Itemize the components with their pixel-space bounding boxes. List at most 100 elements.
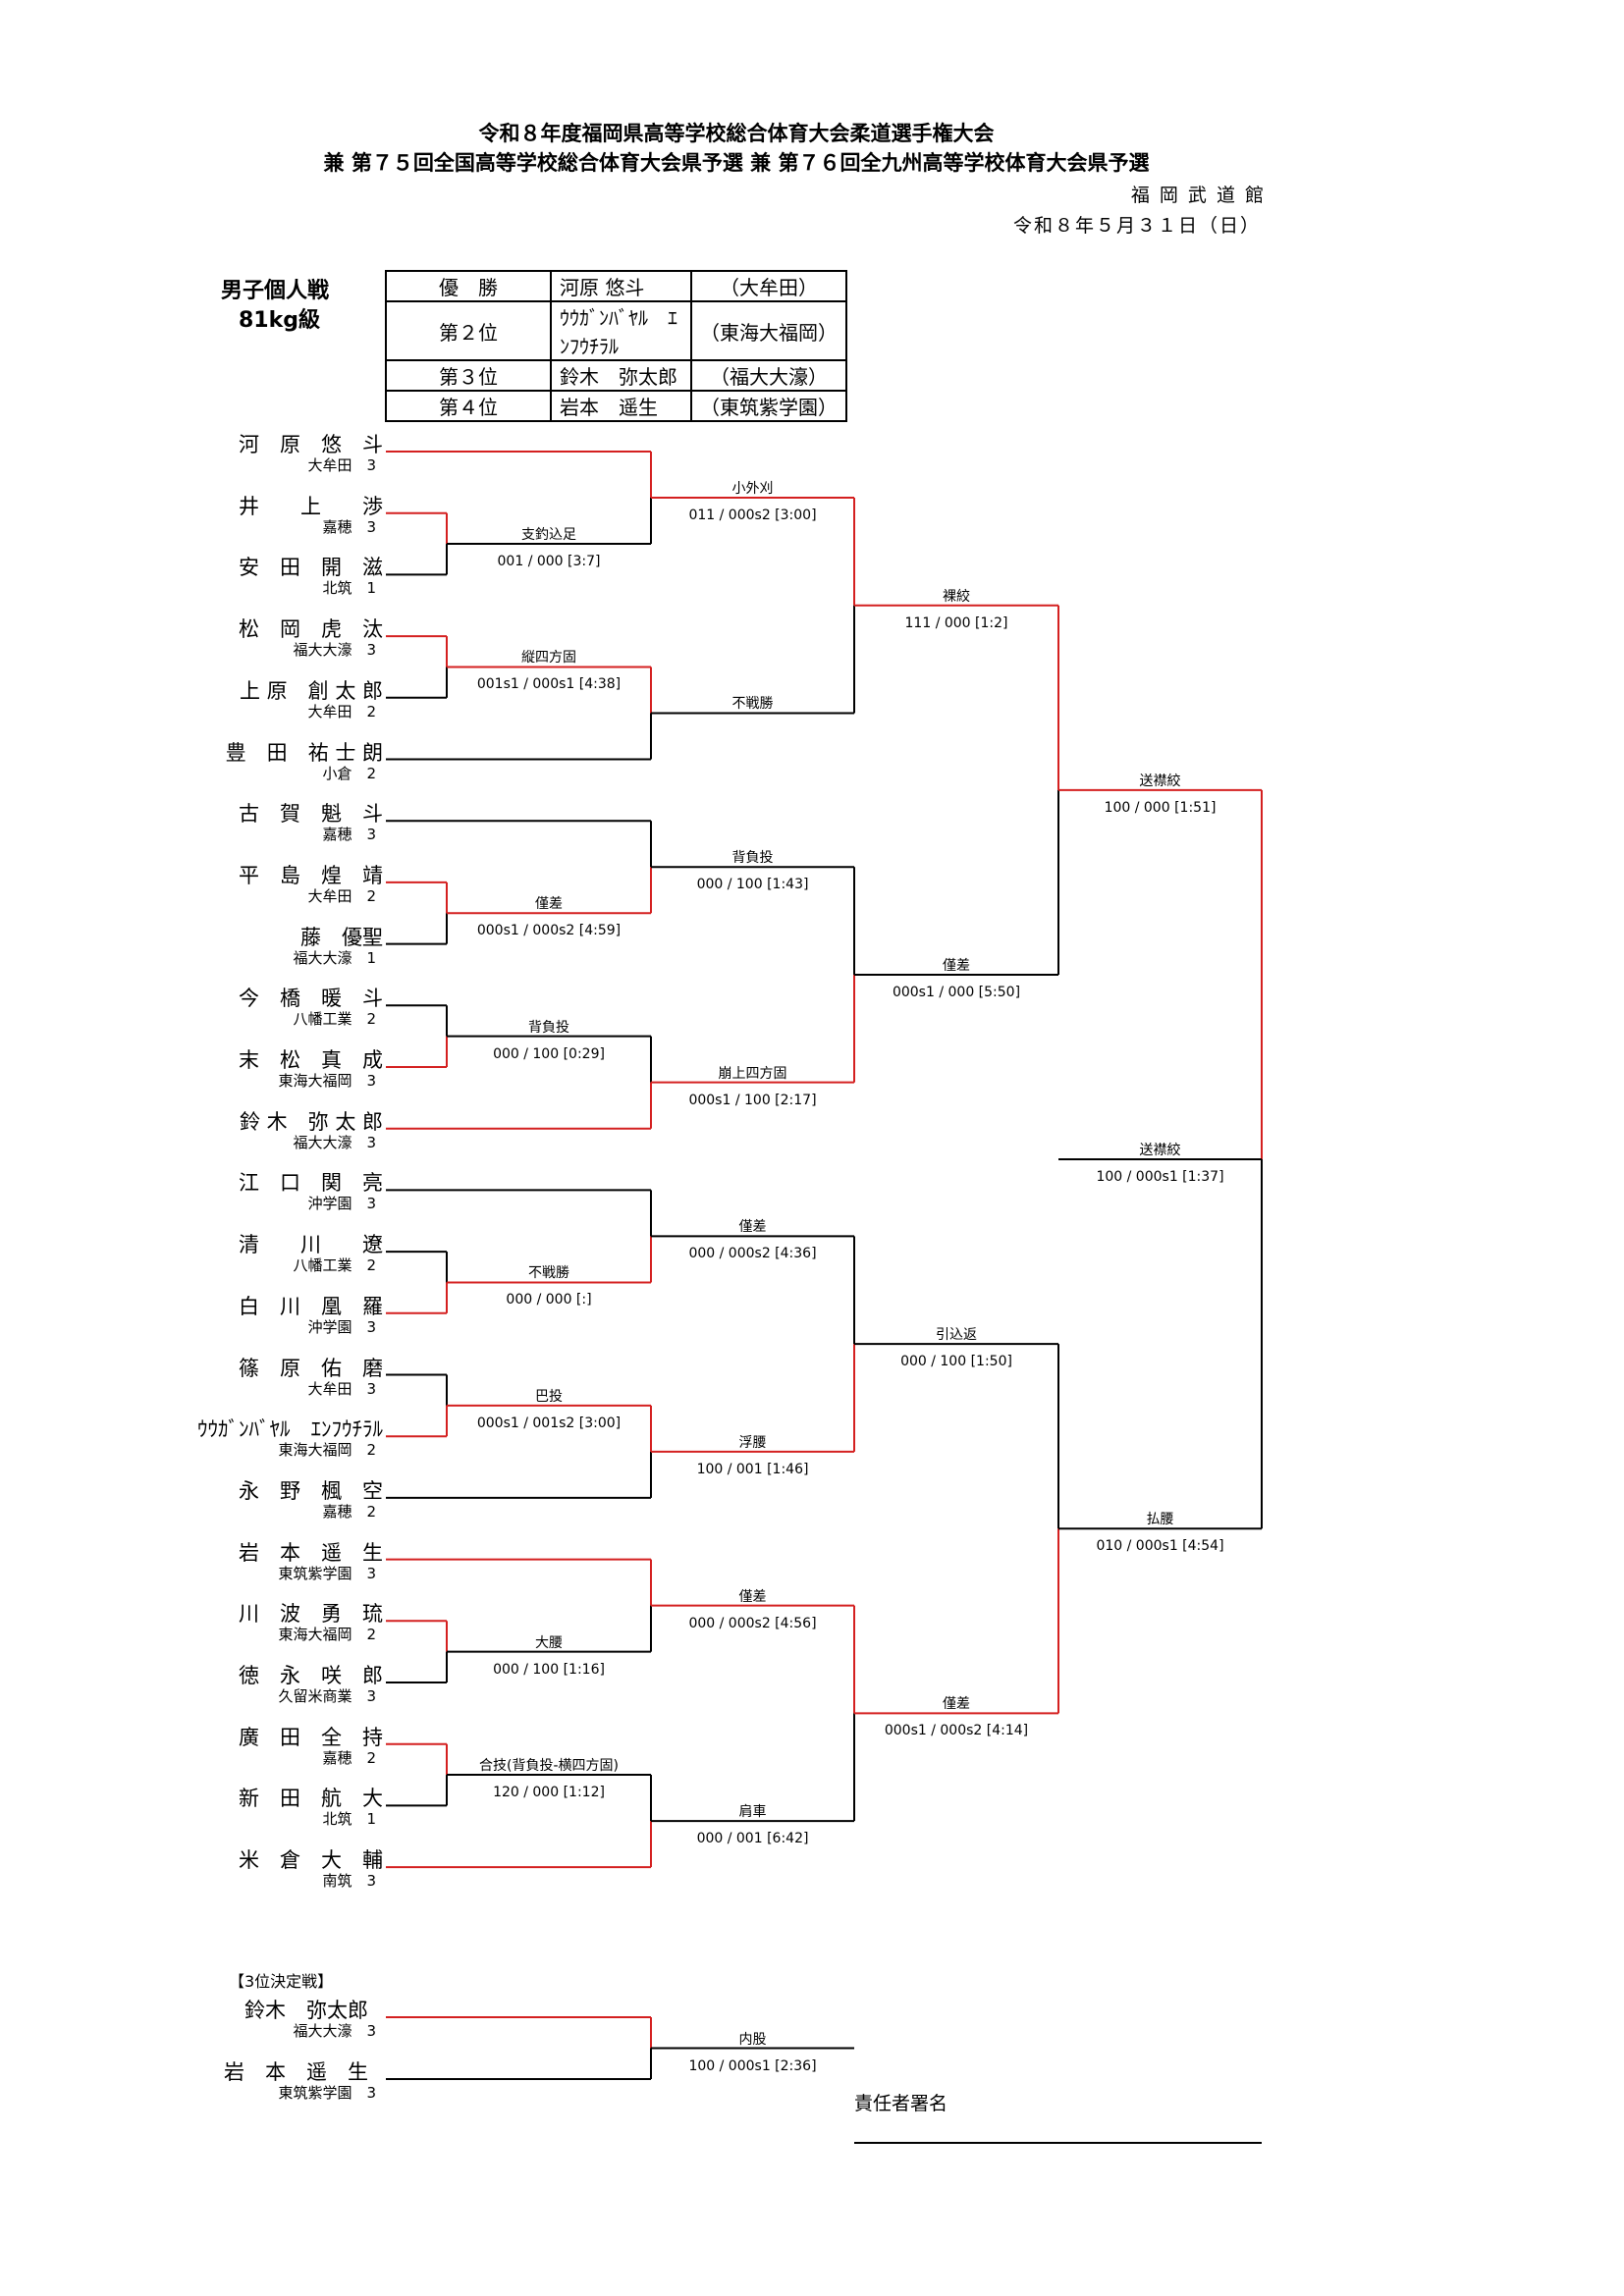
player-school: 八幡工業 2 (293, 1256, 376, 1275)
result-school: （東海大福岡） (690, 300, 847, 361)
match-technique: 僅差 (943, 1696, 970, 1713)
match-score: 010 / 000s1 [4:54] (1096, 1538, 1224, 1555)
match-technique: 送襟絞 (1139, 1143, 1181, 1159)
signature-line (854, 2142, 1262, 2144)
player-name: 松 岡 虎 汰 (239, 617, 383, 642)
player-name: 篠 原 佑 磨 (239, 1356, 383, 1380)
player-school: 大牟田 3 (307, 1379, 376, 1398)
player-school: 大牟田 3 (307, 456, 376, 474)
player-school: 南筑 3 (322, 1872, 376, 1891)
match-score: 100 / 001 [1:46] (696, 1461, 809, 1477)
third-place-player-name: 岩 本 遥 生 (224, 2060, 368, 2084)
match-technique: 浮腰 (738, 1434, 767, 1451)
player-school: 福大大濠 1 (293, 948, 376, 967)
player-school: 福大大濠 3 (293, 1133, 376, 1151)
player-name: 平 島 煌 靖 (239, 863, 383, 887)
player-name: ｳｳｶﾞﾝﾊﾞﾔﾙ ｴﾝﾌｳﾁﾗﾙ (197, 1417, 383, 1442)
player-name: 永 野 楓 空 (239, 1478, 383, 1503)
match-score: 000 / 100 [1:43] (696, 877, 809, 893)
match-score: 000 / 000 [:] (506, 1292, 592, 1308)
match-score: 000 / 100 [1:50] (900, 1354, 1012, 1370)
player-name: 豊 田 祐 士 朗 (225, 740, 383, 765)
player-school: 沖学園 3 (307, 1317, 376, 1336)
match-technique: 合技(背負投-横四方固) (479, 1758, 619, 1775)
category-event: 男子個人戦 (221, 279, 330, 303)
player-school: 八幡工業 2 (293, 1010, 376, 1029)
player-school: 東海大福岡 2 (278, 1626, 376, 1644)
player-name: 河 原 悠 斗 (239, 433, 383, 456)
match-technique: 裸絞 (943, 588, 970, 605)
match-score: 100 / 000s1 [2:36] (688, 2057, 817, 2074)
match-technique: 支釣込足 (521, 527, 576, 544)
result-rank: 優 勝 (385, 270, 552, 302)
player-name: 白 川 凰 羅 (239, 1294, 383, 1318)
match-technique: 送襟絞 (1139, 773, 1181, 789)
player-name: 廣 田 全 持 (239, 1725, 383, 1749)
match-technique: 引込返 (936, 1327, 977, 1344)
match-technique: 僅差 (535, 896, 563, 913)
player-name: 米 倉 大 輔 (239, 1848, 383, 1873)
match-score: 000s1 / 000s2 [4:59] (476, 923, 622, 939)
player-school: 福大大濠 3 (293, 641, 376, 660)
third-place-player-school: 東筑紫学園 3 (278, 2084, 376, 2102)
match-score: 001 / 000 [3:7] (497, 554, 601, 570)
match-score: 000 / 100 [1:16] (493, 1661, 605, 1678)
player-school: 嘉穂 3 (322, 826, 376, 844)
match-technique: 僅差 (738, 1219, 767, 1236)
player-school: 嘉穂 3 (322, 517, 376, 536)
result-school: （福大大濠） (690, 359, 847, 392)
player-name: 古 賀 魁 斗 (239, 802, 383, 827)
result-row: 第３位鈴木 弥太郎（福大大濠） (385, 359, 847, 392)
player-school: 沖学園 3 (307, 1195, 376, 1213)
match-technique: 巴投 (535, 1388, 563, 1405)
match-score: 011 / 000s2 [3:00] (688, 507, 817, 524)
player-name: 川 波 勇 琉 (239, 1602, 383, 1627)
player-school: 嘉穂 2 (322, 1748, 376, 1767)
player-school: 小倉 2 (322, 764, 376, 782)
match-technique: 肩車 (738, 1804, 767, 1821)
title-line-1: 令和８年度福岡県高等学校総合体育大会柔道選手権大会 (478, 122, 995, 145)
match-technique: 背負投 (528, 1019, 569, 1036)
match-score: 111 / 000 [1:2] (904, 614, 1008, 631)
player-school: 東海大福岡 3 (278, 1072, 376, 1090)
third-place-title: 【3位決定戦】 (229, 1972, 334, 1991)
match-score: 000 / 100 [0:29] (493, 1045, 605, 1062)
player-name: 上 原 創 太 郎 (239, 678, 383, 703)
player-school: 北筑 1 (322, 579, 376, 598)
player-school: 東筑紫学園 3 (278, 1564, 376, 1582)
third-place-player-school: 福大大濠 3 (293, 2022, 376, 2040)
match-technique: 背負投 (731, 850, 774, 867)
match-score: 000s1 / 000 [5:50] (892, 984, 1021, 1000)
player-name: 安 田 開 滋 (239, 556, 383, 580)
result-row: 優 勝河原 悠斗（大牟田） (385, 270, 847, 302)
result-rank: 第２位 (385, 300, 552, 361)
match-score: 000 / 001 [6:42] (696, 1831, 809, 1847)
player-name: 徳 永 咲 郎 (239, 1664, 383, 1687)
match-score: 100 / 000 [1:51] (1104, 799, 1217, 816)
result-rank: 第３位 (385, 359, 552, 392)
result-row: 第２位ｳｳｶﾞﾝﾊﾞﾔﾙ ｴﾝﾌｳﾁﾗﾙ（東海大福岡） (385, 300, 847, 361)
match-technique: 僅差 (738, 1588, 767, 1605)
player-name: 今 橋 暖 斗 (239, 987, 383, 1011)
result-school: （大牟田） (690, 270, 847, 302)
match-technique: 僅差 (943, 957, 970, 974)
match-technique: 内股 (738, 2031, 767, 2048)
player-name: 清 川 遼 (239, 1233, 383, 1257)
player-school: 大牟田 2 (307, 702, 376, 721)
match-score: 000s1 / 001s2 [3:00] (476, 1415, 622, 1431)
match-score: 000s1 / 100 [2:17] (688, 1092, 817, 1108)
match-score: 001s1 / 000s1 [4:38] (476, 676, 622, 693)
title-line-2: 兼 第７５回全国高等学校総合体育大会県予選 兼 第７６回全九州高等学校体育大会県… (323, 151, 1150, 175)
player-name: 井 上 渉 (239, 494, 383, 518)
signature-label: 責任者署名 (854, 2093, 948, 2114)
match-technique: 縦四方固 (521, 650, 576, 667)
match-score: 100 / 000s1 [1:37] (1096, 1169, 1224, 1186)
result-name: 河原 悠斗 (550, 270, 692, 302)
player-school: 大牟田 2 (307, 886, 376, 905)
player-name: 藤 優聖 (300, 925, 383, 949)
results-table: 優 勝河原 悠斗（大牟田）第２位ｳｳｶﾞﾝﾊﾞﾔﾙ ｴﾝﾌｳﾁﾗﾙ（東海大福岡）… (385, 270, 847, 422)
result-row: 第４位岩本 遥生（東筑紫学園） (385, 390, 847, 422)
result-name: ｳｳｶﾞﾝﾊﾞﾔﾙ ｴﾝﾌｳﾁﾗﾙ (550, 300, 692, 361)
match-technique: 大腰 (535, 1634, 563, 1651)
